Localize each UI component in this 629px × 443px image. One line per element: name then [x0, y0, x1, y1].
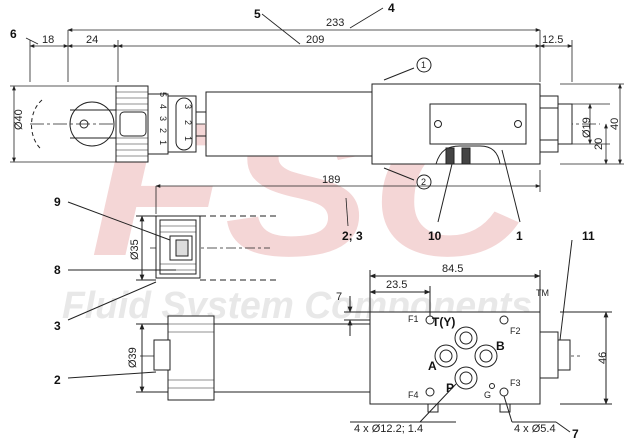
- dim-diameter-35: Ø35: [129, 239, 141, 260]
- port-b: B: [496, 339, 505, 353]
- callout-6: 6: [10, 27, 17, 41]
- dim-23-5: 23.5: [386, 279, 407, 291]
- bottom-view: [67, 239, 612, 433]
- callout-5: 5: [254, 7, 261, 21]
- watermark-trademark: TM: [536, 288, 549, 298]
- dim-diameter-40: Ø40: [13, 109, 25, 130]
- callout-10: 10: [428, 229, 442, 243]
- port-f4: F4: [408, 390, 419, 400]
- port-t-y: T(Y): [432, 315, 455, 329]
- port-f2: F2: [510, 326, 521, 336]
- knob-end-view: [67, 201, 280, 321]
- dim-holes-5-4: 4 x Ø5.4: [514, 423, 556, 435]
- dim-209: 209: [306, 34, 324, 46]
- port-f3: F3: [510, 378, 521, 388]
- callout-2-3: 2; 3: [342, 229, 363, 243]
- dial-digits: 3 2 1: [183, 104, 193, 141]
- port-g: G: [484, 390, 491, 400]
- dim-12-5: 12.5: [542, 34, 563, 46]
- scale-digit: 4: [158, 104, 168, 109]
- dim-20: 20: [593, 138, 605, 150]
- port-a: A: [428, 359, 437, 373]
- port-f1: F1: [408, 314, 419, 324]
- callout-11: 11: [582, 229, 595, 243]
- dim-84-5: 84.5: [442, 263, 463, 275]
- top-dimension-lines: [10, 7, 624, 227]
- callout-4: 4: [388, 1, 395, 15]
- dim-233: 233: [326, 17, 344, 29]
- dial-digit: 3: [183, 104, 193, 109]
- scale-digit: 5: [158, 92, 168, 97]
- scale-digits: 5 4 3 2 1: [158, 92, 168, 145]
- dim-holes-12-2: 4 x Ø12.2; 1.4: [354, 423, 423, 435]
- callout-9: 9: [54, 195, 61, 209]
- scale-digit: 1: [158, 140, 168, 145]
- circled-label-2-text: 2: [421, 177, 426, 187]
- circled-label-1: 1: [416, 57, 432, 73]
- dim-18: 18: [42, 34, 54, 46]
- callout-2: 2: [54, 373, 61, 387]
- dim-diameter-39: Ø39: [127, 347, 139, 368]
- callout-1: 1: [516, 229, 523, 243]
- circled-label-1-text: 1: [421, 60, 426, 70]
- callout-7: 7: [572, 427, 579, 441]
- dim-24: 24: [86, 34, 98, 46]
- dim-46: 46: [597, 352, 609, 364]
- dim-189: 189: [322, 174, 340, 186]
- dim-7: 7: [336, 291, 342, 303]
- dial-digit: 1: [183, 136, 193, 141]
- scale-digit: 2: [158, 128, 168, 133]
- dim-40-right: 40: [609, 118, 621, 130]
- callout-3: 3: [54, 319, 61, 333]
- dim-diameter-19: Ø19: [581, 117, 593, 138]
- callout-8: 8: [54, 263, 61, 277]
- top-view: [30, 67, 600, 223]
- port-p: P: [446, 381, 454, 395]
- scale-digit: 3: [158, 116, 168, 121]
- dial-digit: 2: [183, 120, 193, 125]
- circled-label-2: 2: [416, 174, 432, 190]
